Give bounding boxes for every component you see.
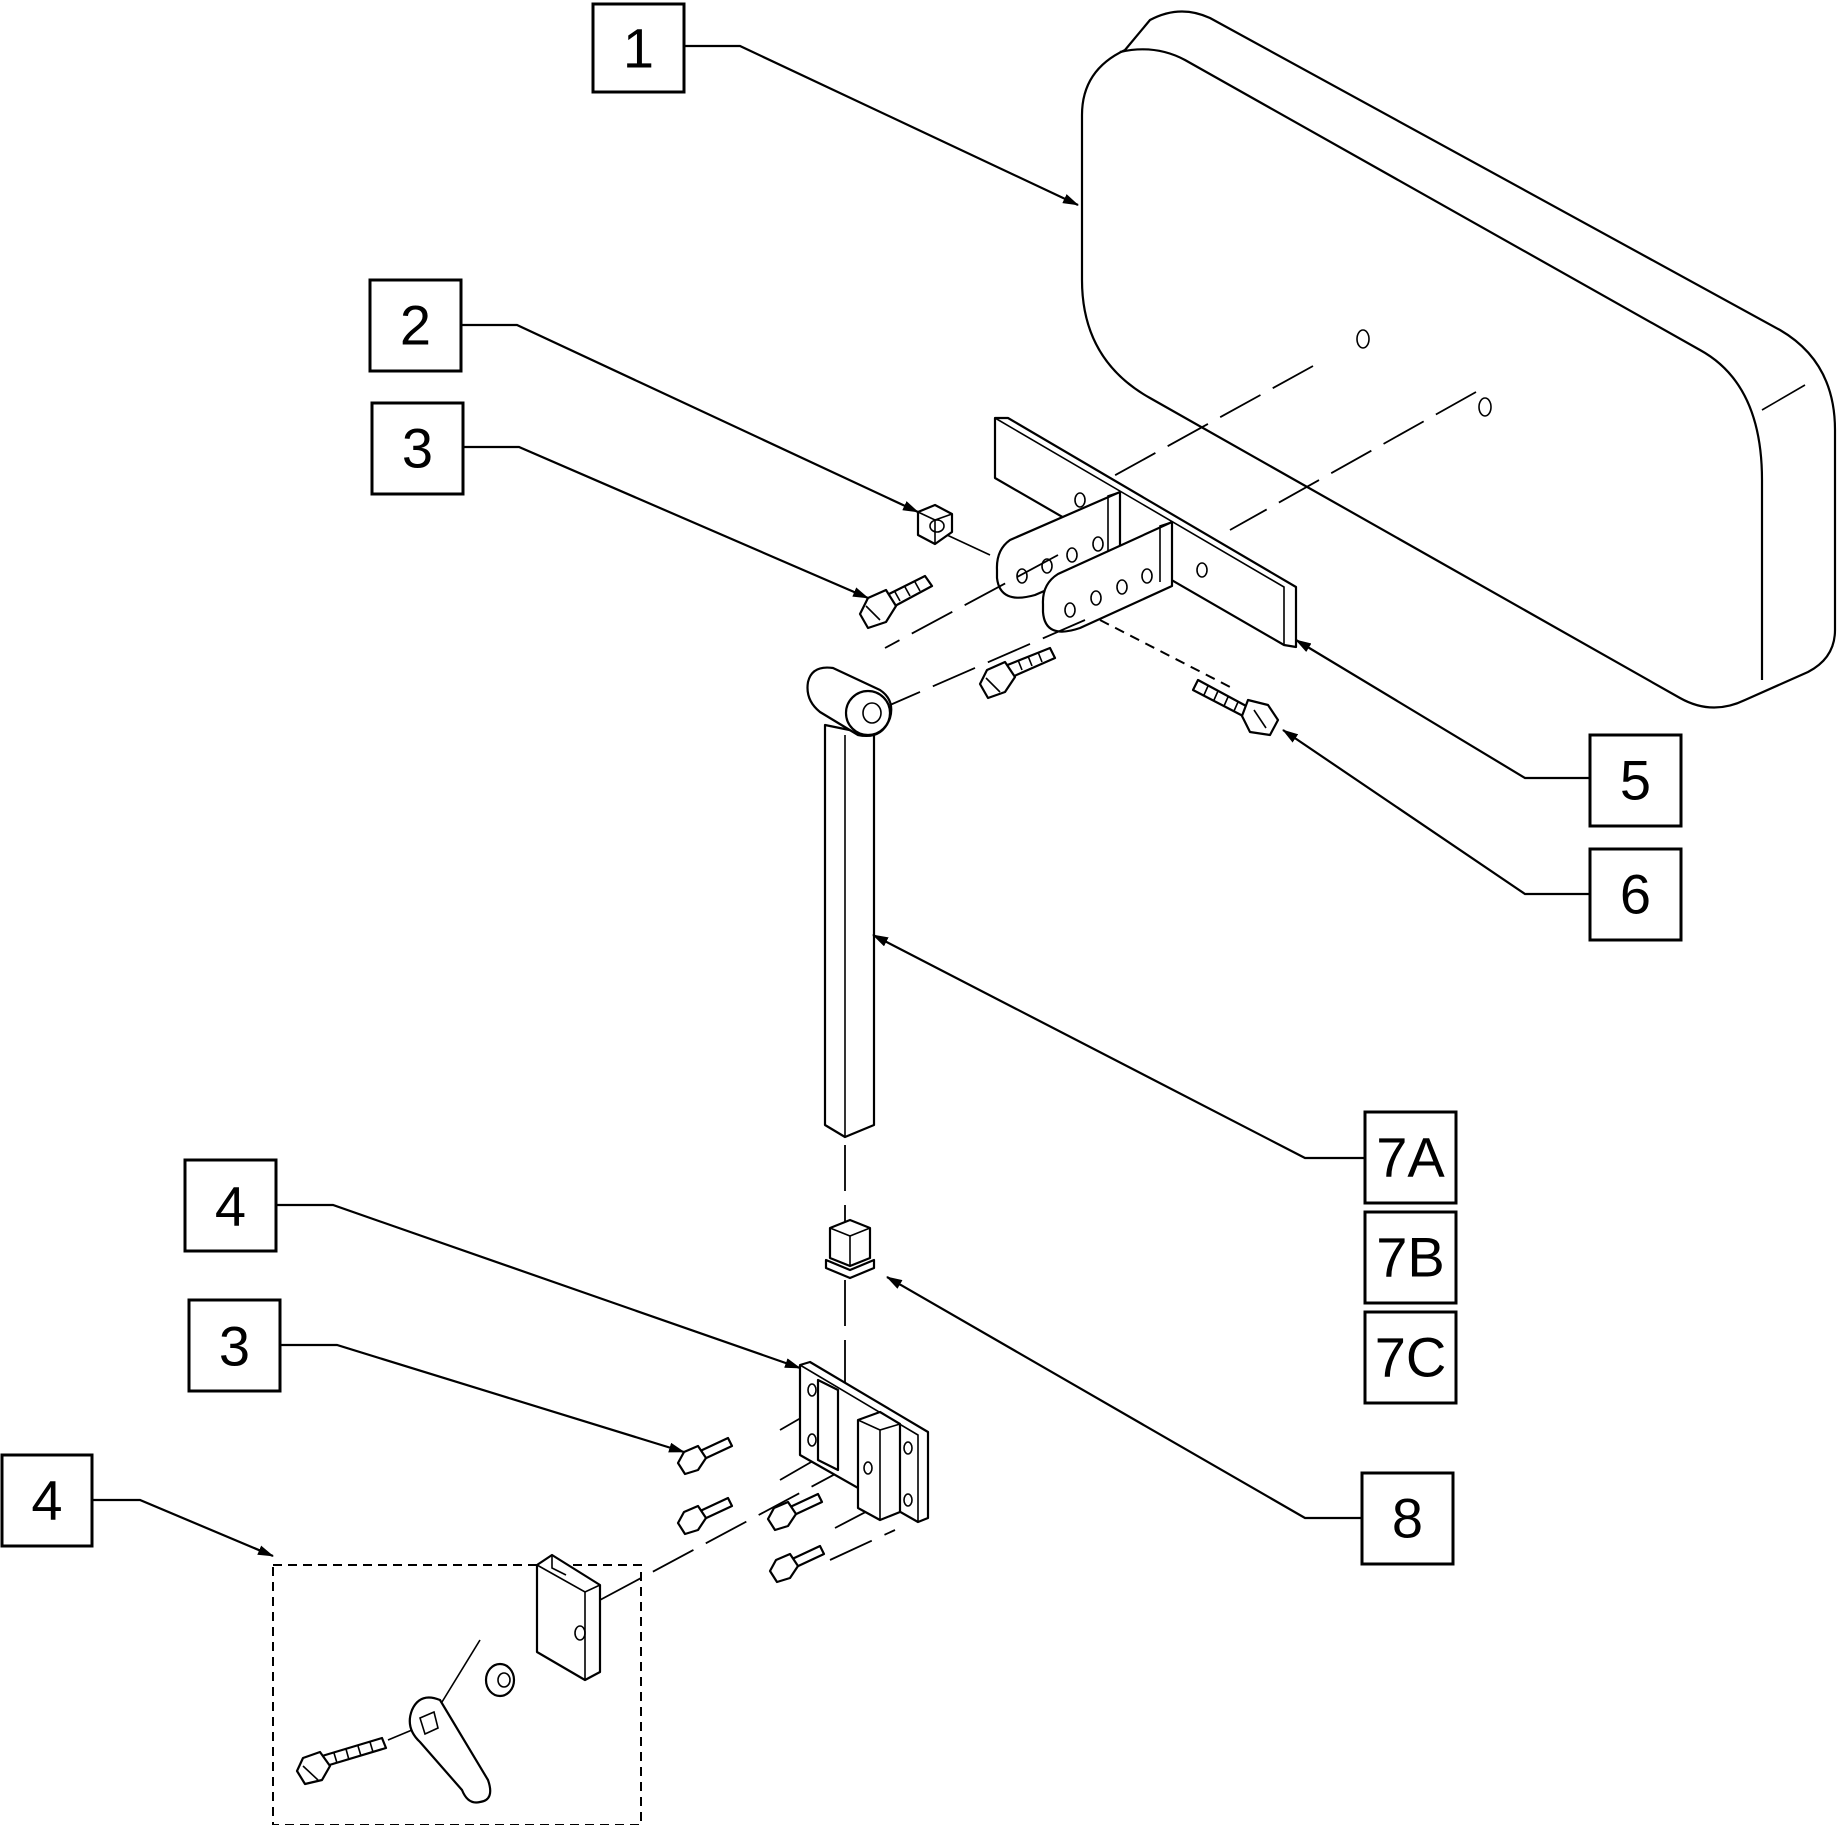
svg-text:2: 2 <box>400 294 431 357</box>
screw-upper <box>858 574 934 630</box>
svg-text:5: 5 <box>1620 749 1651 812</box>
callout-3-upper: 3 <box>370 401 465 496</box>
quick-release-detail-box <box>272 1553 642 1825</box>
callout-7c: 7C <box>1363 1310 1458 1405</box>
callout-5: 5 <box>1588 733 1683 828</box>
screw-middle <box>978 646 1057 700</box>
callout-2: 2 <box>368 278 463 373</box>
svg-text:3: 3 <box>219 1315 250 1378</box>
bracket-screws <box>676 1436 826 1584</box>
svg-text:3: 3 <box>402 417 433 480</box>
svg-text:1: 1 <box>623 17 654 80</box>
post-insert <box>824 1218 876 1280</box>
leader-lines <box>92 44 1590 1558</box>
headrest-post <box>806 666 893 1139</box>
long-screw <box>1191 678 1280 737</box>
headrest-pad <box>1080 10 1837 709</box>
svg-text:7B: 7B <box>1376 1226 1445 1289</box>
callout-8: 8 <box>1360 1471 1455 1566</box>
svg-text:8: 8 <box>1392 1487 1423 1550</box>
callout-7b: 7B <box>1363 1210 1458 1305</box>
callout-4-lower: 4 <box>0 1453 94 1548</box>
callout-7a: 7A <box>1363 1110 1458 1205</box>
callout-4-upper: 4 <box>183 1158 278 1253</box>
svg-text:6: 6 <box>1620 863 1651 926</box>
receiver-bracket <box>798 1360 930 1524</box>
callout-6: 6 <box>1588 847 1683 942</box>
hex-nut <box>916 503 954 546</box>
svg-text:4: 4 <box>31 1469 62 1532</box>
callout-1: 1 <box>591 2 686 94</box>
svg-text:7C: 7C <box>1375 1326 1447 1389</box>
svg-text:7A: 7A <box>1376 1126 1445 1189</box>
svg-text:4: 4 <box>215 1175 246 1238</box>
callout-3-lower: 3 <box>187 1298 282 1393</box>
